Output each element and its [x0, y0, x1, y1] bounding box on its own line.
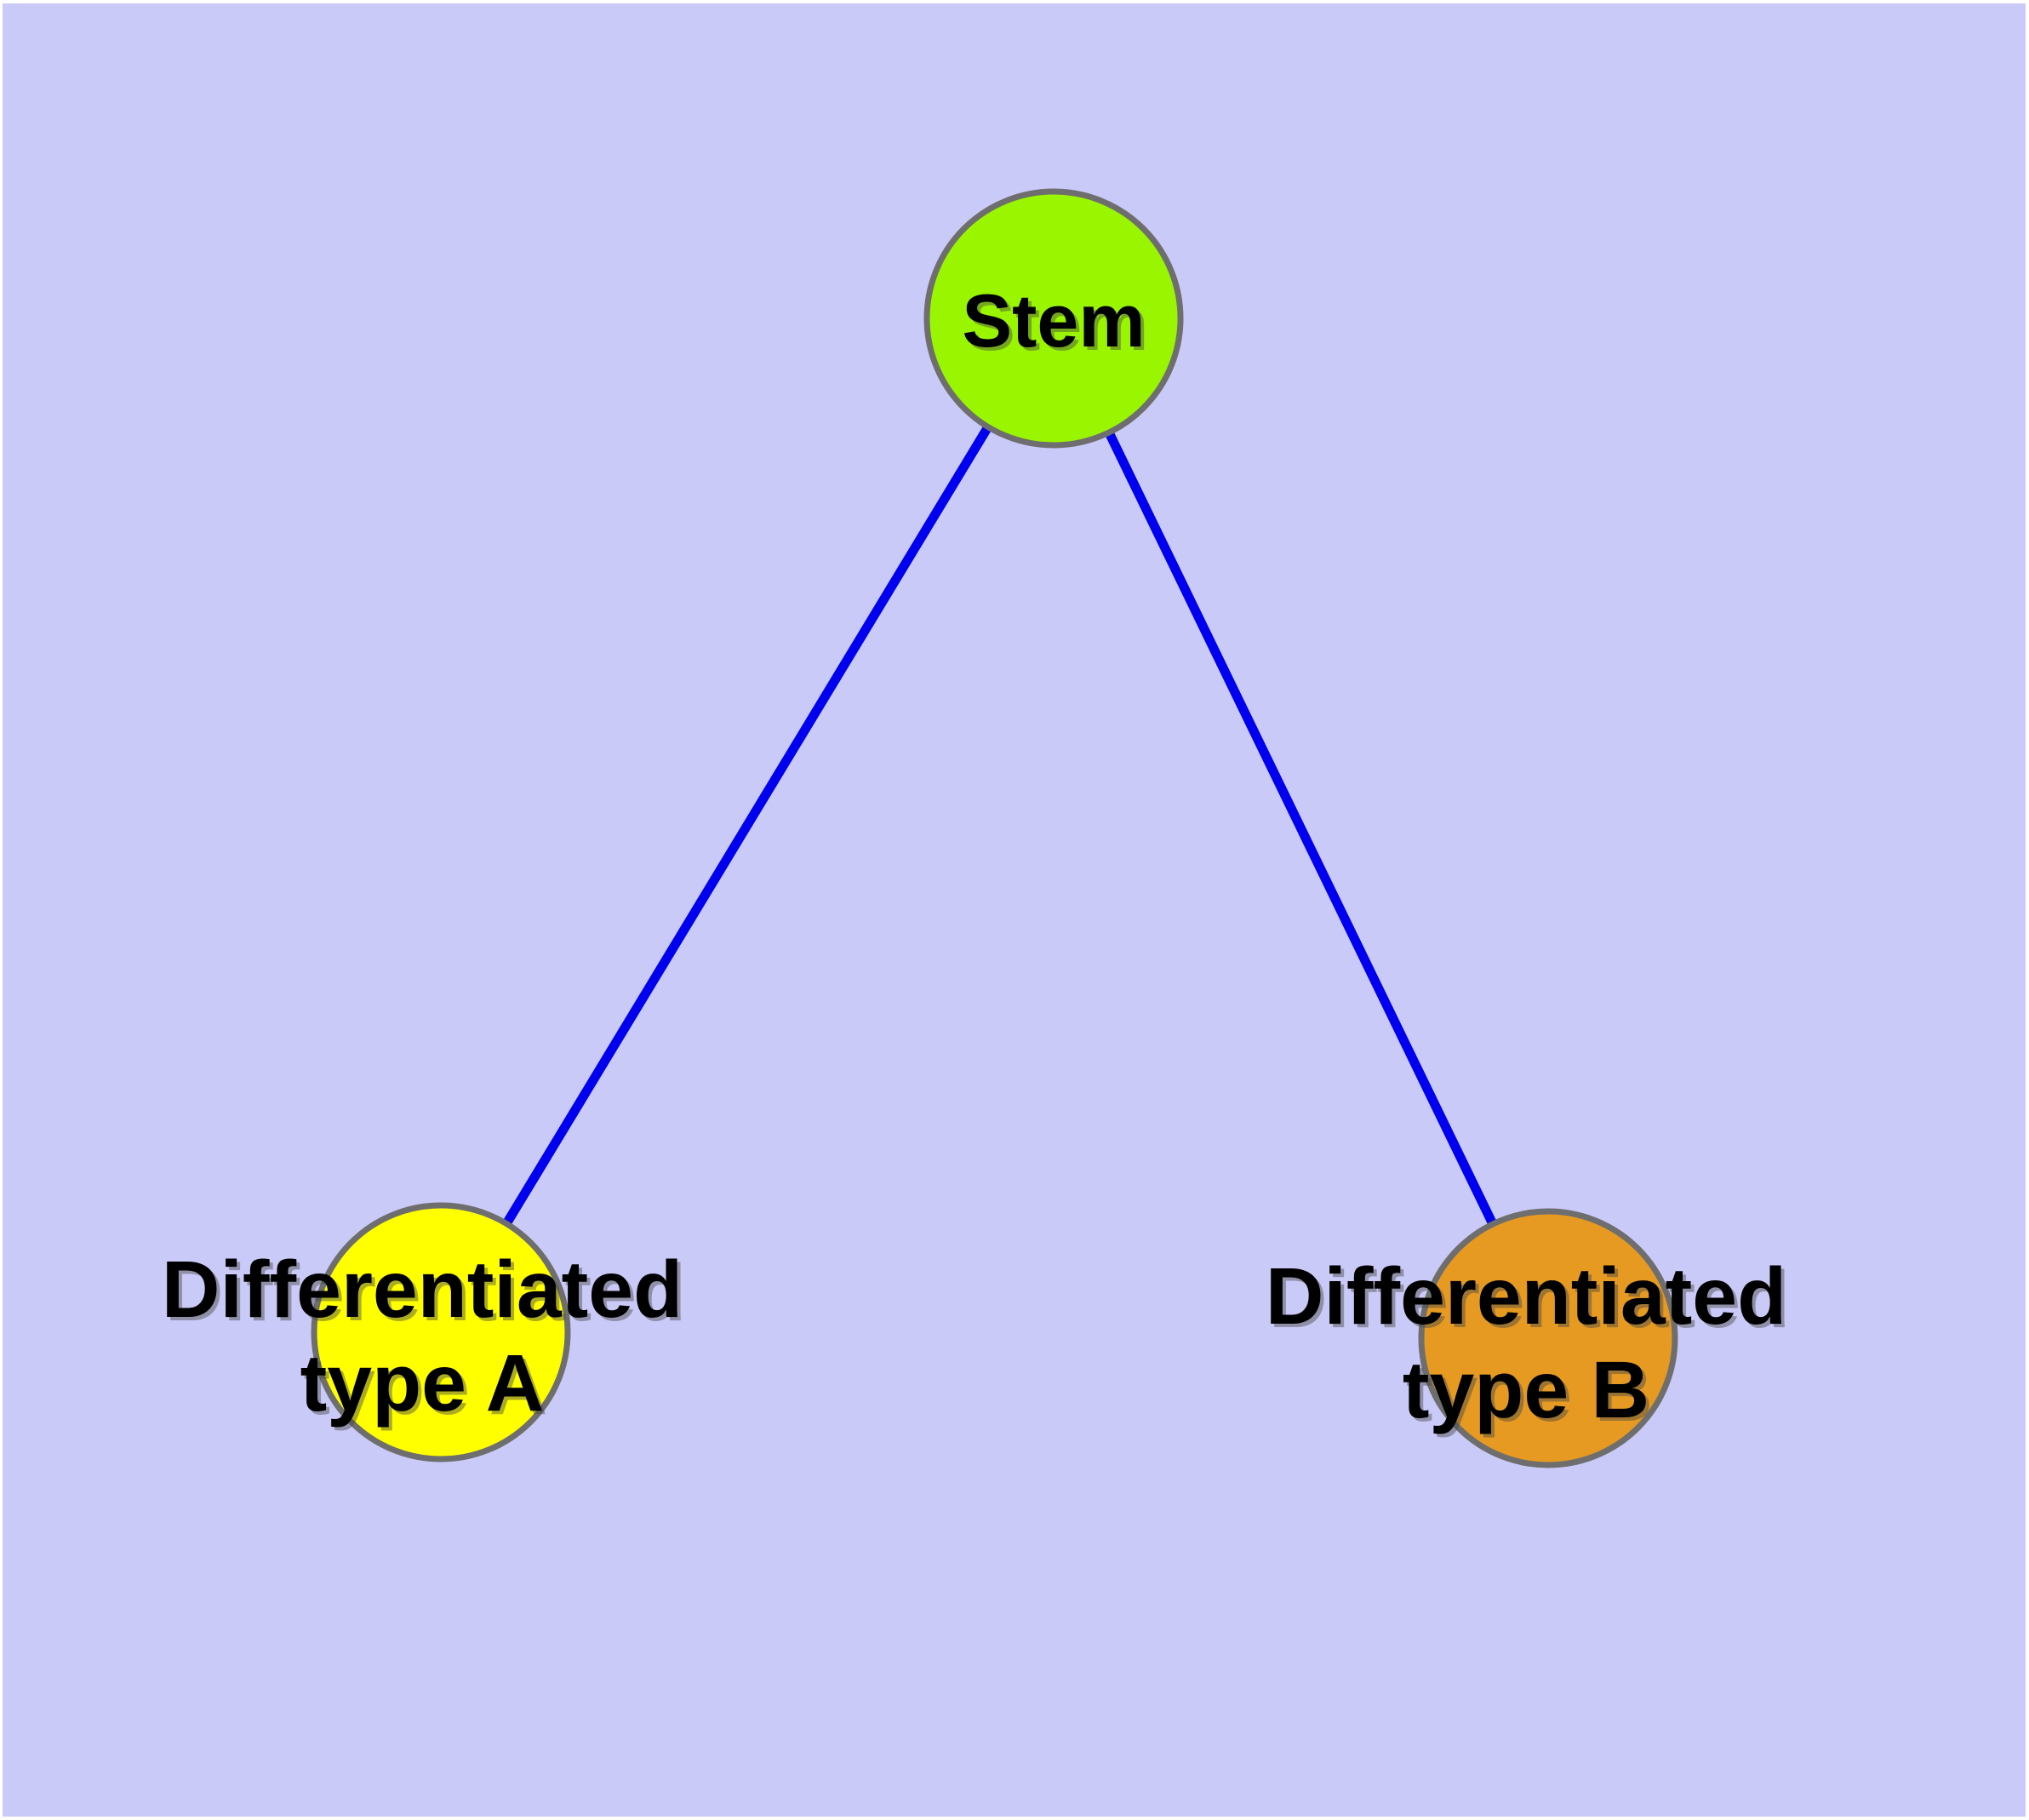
edge-stem-to-type-b — [1049, 316, 1552, 1341]
node-type-b-label-line1: Differentiated — [1266, 1251, 1786, 1342]
node-stem-circle — [923, 188, 1184, 449]
node-stem-label: Stem — [962, 278, 1145, 363]
node-type-b-circle — [1418, 1208, 1678, 1468]
node-type-b-label-line2: type B — [1403, 1345, 1649, 1435]
node-type-a-circle — [311, 1202, 571, 1462]
node-type-a-label-line2: type A — [300, 1338, 545, 1428]
node-type-a-label-line1: Differentiated — [162, 1245, 683, 1335]
edge-stem-to-type-a — [437, 316, 1058, 1335]
